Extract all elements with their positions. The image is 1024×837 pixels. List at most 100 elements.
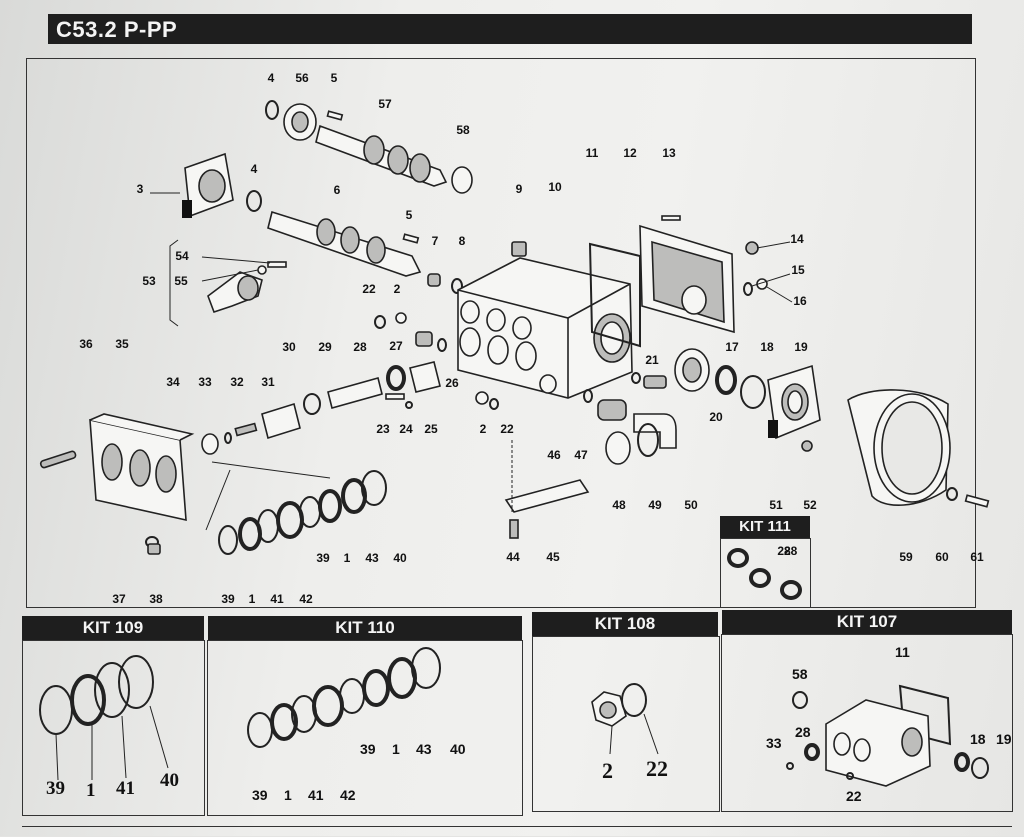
nut-47 (597, 399, 627, 421)
valve-34 (201, 433, 219, 455)
part-label-2: 2 (480, 422, 487, 436)
kit107-seal-18 (954, 752, 970, 772)
kit110-ring-1a (270, 703, 298, 741)
seal-39-right (299, 496, 321, 528)
lead-14 (756, 241, 791, 249)
seal-28 (386, 365, 406, 391)
lead-16 (766, 286, 793, 303)
part-label-60: 60 (935, 550, 949, 564)
part-label-7: 7 (432, 234, 439, 248)
part-label-2: 2 (394, 282, 401, 296)
part-label-34: 34 (166, 375, 180, 389)
kit107-seal-28 (804, 743, 820, 761)
valve-2-top (395, 312, 407, 324)
pin-23 (385, 393, 405, 400)
kit-111-panel (720, 538, 811, 608)
part-label-25: 25 (424, 422, 438, 436)
kit-111-header: KIT 111 (720, 516, 810, 538)
part-label-1: 1 (249, 592, 256, 606)
kit110-ring-40 (411, 647, 441, 689)
screw-61 (964, 494, 990, 508)
oring-8 (451, 278, 463, 294)
kit109-lead-39 (55, 733, 59, 781)
kit109-label-40: 40 (160, 770, 179, 791)
part-label-28: 28 (353, 340, 367, 354)
lead-group-b (205, 469, 231, 531)
kit107-label-58: 58 (792, 666, 808, 682)
screw-13 (661, 215, 681, 221)
kit109-ring-41 (94, 662, 130, 718)
kit111-seal-a (727, 548, 749, 568)
fitting-20 (643, 375, 667, 389)
kit-110-panel (207, 640, 523, 816)
kit110-label-40: 40 (450, 741, 466, 757)
kit-109-header: KIT 109 (22, 616, 204, 640)
kit109-seal-39 (39, 685, 73, 735)
key-5-top (326, 110, 344, 121)
plug-14 (745, 241, 759, 255)
part-label-4: 4 (251, 162, 258, 176)
kit111-seal-c (780, 580, 802, 600)
title-bar: C53.2 P-PP (48, 14, 972, 44)
piston-31 (261, 402, 301, 440)
kit109-lead-41 (121, 715, 127, 779)
part-label-18: 18 (760, 340, 774, 354)
part-label-38: 38 (149, 592, 163, 606)
page-title: C53.2 P-PP (56, 17, 178, 42)
part-label-22: 22 (500, 422, 514, 436)
oring-15 (743, 282, 753, 296)
plug-9 (511, 241, 527, 257)
bell-housing-59 (847, 389, 951, 506)
kit107-label-22: 22 (846, 788, 862, 804)
part-label-22: 22 (362, 282, 376, 296)
part-label-13: 13 (662, 146, 676, 160)
part-label-50: 50 (684, 498, 698, 512)
part-label-53: 53 (142, 274, 156, 288)
ring-1-right (318, 489, 342, 523)
ring-4-mid (246, 190, 262, 212)
crankshaft-6 (267, 210, 422, 277)
ring-1-left (238, 517, 262, 551)
part-label-46: 46 (547, 448, 561, 462)
part-label-29: 29 (318, 340, 332, 354)
cover-12 (639, 224, 735, 334)
part-label-55: 55 (174, 274, 188, 288)
part-label-8: 8 (459, 234, 466, 248)
part-label-11: 11 (586, 146, 599, 160)
part-label-9: 9 (516, 182, 523, 196)
kit109-ring-40 (118, 655, 154, 709)
kit-107-title: KIT 107 (836, 612, 898, 631)
part-label-41: 41 (270, 592, 284, 606)
kit108-label-22: 22 (646, 756, 668, 781)
lead-54 (201, 256, 271, 264)
kit107-oring-22 (846, 772, 854, 780)
kit107-ring-33 (786, 762, 794, 770)
part-label-58: 58 (456, 123, 470, 137)
ring-41 (257, 509, 279, 543)
washer-30 (303, 393, 321, 415)
kit-107-panel (721, 634, 1013, 812)
camshaft-57 (315, 124, 448, 187)
kit110-label-1a: 1 (284, 787, 292, 803)
key-5-mid (402, 233, 420, 244)
kit-108-header: KIT 108 (532, 612, 718, 636)
kit107-cap-58 (792, 691, 808, 709)
part-label-56: 56 (295, 71, 309, 85)
part-label-12: 12 (623, 146, 637, 160)
kit107-ring-19 (971, 757, 989, 779)
kit-108-title: KIT 108 (594, 614, 656, 633)
lead-55 (201, 269, 259, 282)
part-label-35: 35 (115, 337, 129, 351)
part-label-28: 28 (777, 544, 791, 558)
kit110-label-42: 42 (340, 787, 356, 803)
oring-22-top (374, 315, 386, 329)
head-35 (89, 413, 195, 522)
part-label-5: 5 (331, 71, 338, 85)
kit108-valve-2 (591, 691, 627, 727)
part-label-48: 48 (612, 498, 626, 512)
kit111-seal-b (749, 568, 771, 588)
kit108-oring-22 (621, 683, 647, 717)
kit107-label-18: 18 (970, 731, 986, 747)
oring-22-mid (489, 398, 499, 410)
